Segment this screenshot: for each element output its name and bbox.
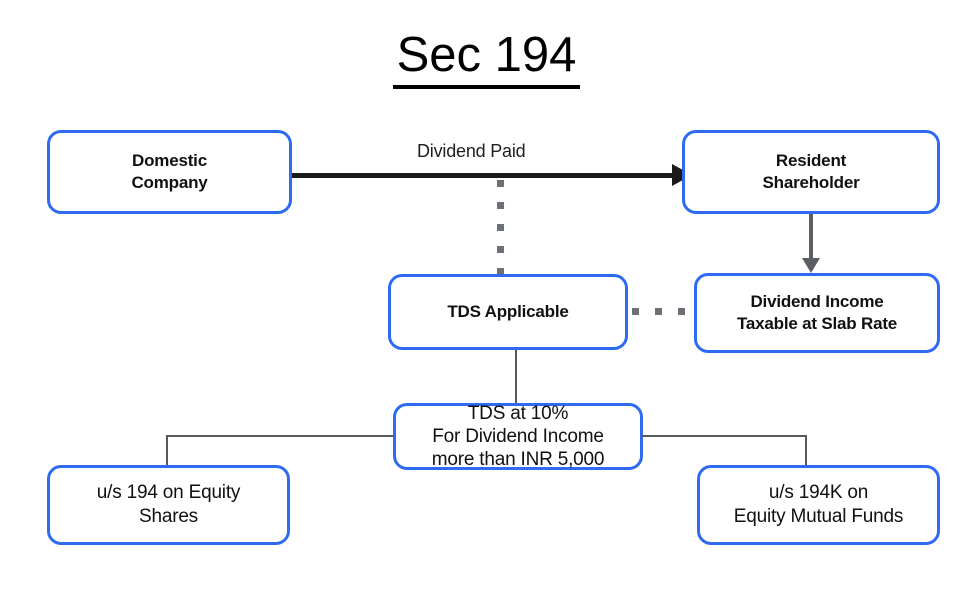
page-title-text: Sec 194 bbox=[392, 28, 581, 89]
branch-left-vertical bbox=[166, 435, 168, 467]
node-resident-shareholder[interactable]: Resident Shareholder bbox=[682, 130, 940, 214]
edge-shareholder-to-income-arrowhead bbox=[802, 258, 820, 273]
node-resident-shareholder-label: Resident Shareholder bbox=[762, 151, 860, 192]
dotted-connector-dot bbox=[497, 268, 504, 275]
edge-tds-to-rate-line bbox=[515, 350, 517, 403]
node-equity-mutual-funds[interactable]: u/s 194K on Equity Mutual Funds bbox=[697, 465, 940, 545]
dotted-connector-dot bbox=[497, 246, 504, 253]
branch-left-horizontal bbox=[166, 435, 394, 437]
node-domestic-company-label: Domestic Company bbox=[131, 151, 208, 192]
dotted-link-dot bbox=[655, 308, 662, 315]
branch-right-horizontal bbox=[642, 435, 807, 437]
node-tds-rate[interactable]: TDS at 10% For Dividend Income more than… bbox=[393, 403, 643, 470]
node-equity-shares-label: u/s 194 on Equity Shares bbox=[96, 481, 241, 527]
edge-dividend-paid-label: Dividend Paid bbox=[417, 141, 526, 161]
node-domestic-company[interactable]: Domestic Company bbox=[47, 130, 292, 214]
edge-dividend-paid-shaft bbox=[292, 173, 680, 178]
node-dividend-income-label: Dividend Income Taxable at Slab Rate bbox=[736, 292, 898, 333]
page-title: Sec 194 bbox=[0, 27, 973, 89]
dotted-link-dot bbox=[678, 308, 685, 315]
dotted-connector-dot bbox=[497, 224, 504, 231]
node-tds-rate-label: TDS at 10% For Dividend Income more than… bbox=[431, 402, 605, 471]
dotted-connector-dot bbox=[497, 180, 504, 187]
node-tds-applicable-label: TDS Applicable bbox=[447, 302, 569, 322]
node-dividend-income[interactable]: Dividend Income Taxable at Slab Rate bbox=[694, 273, 940, 353]
node-equity-shares[interactable]: u/s 194 on Equity Shares bbox=[47, 465, 290, 545]
node-tds-applicable[interactable]: TDS Applicable bbox=[388, 274, 628, 350]
branch-right-vertical bbox=[805, 435, 807, 467]
dotted-connector-dot bbox=[497, 202, 504, 209]
node-equity-mutual-funds-label: u/s 194K on Equity Mutual Funds bbox=[733, 481, 904, 527]
dotted-link-dot bbox=[632, 308, 639, 315]
edge-shareholder-to-income-shaft bbox=[809, 214, 813, 261]
